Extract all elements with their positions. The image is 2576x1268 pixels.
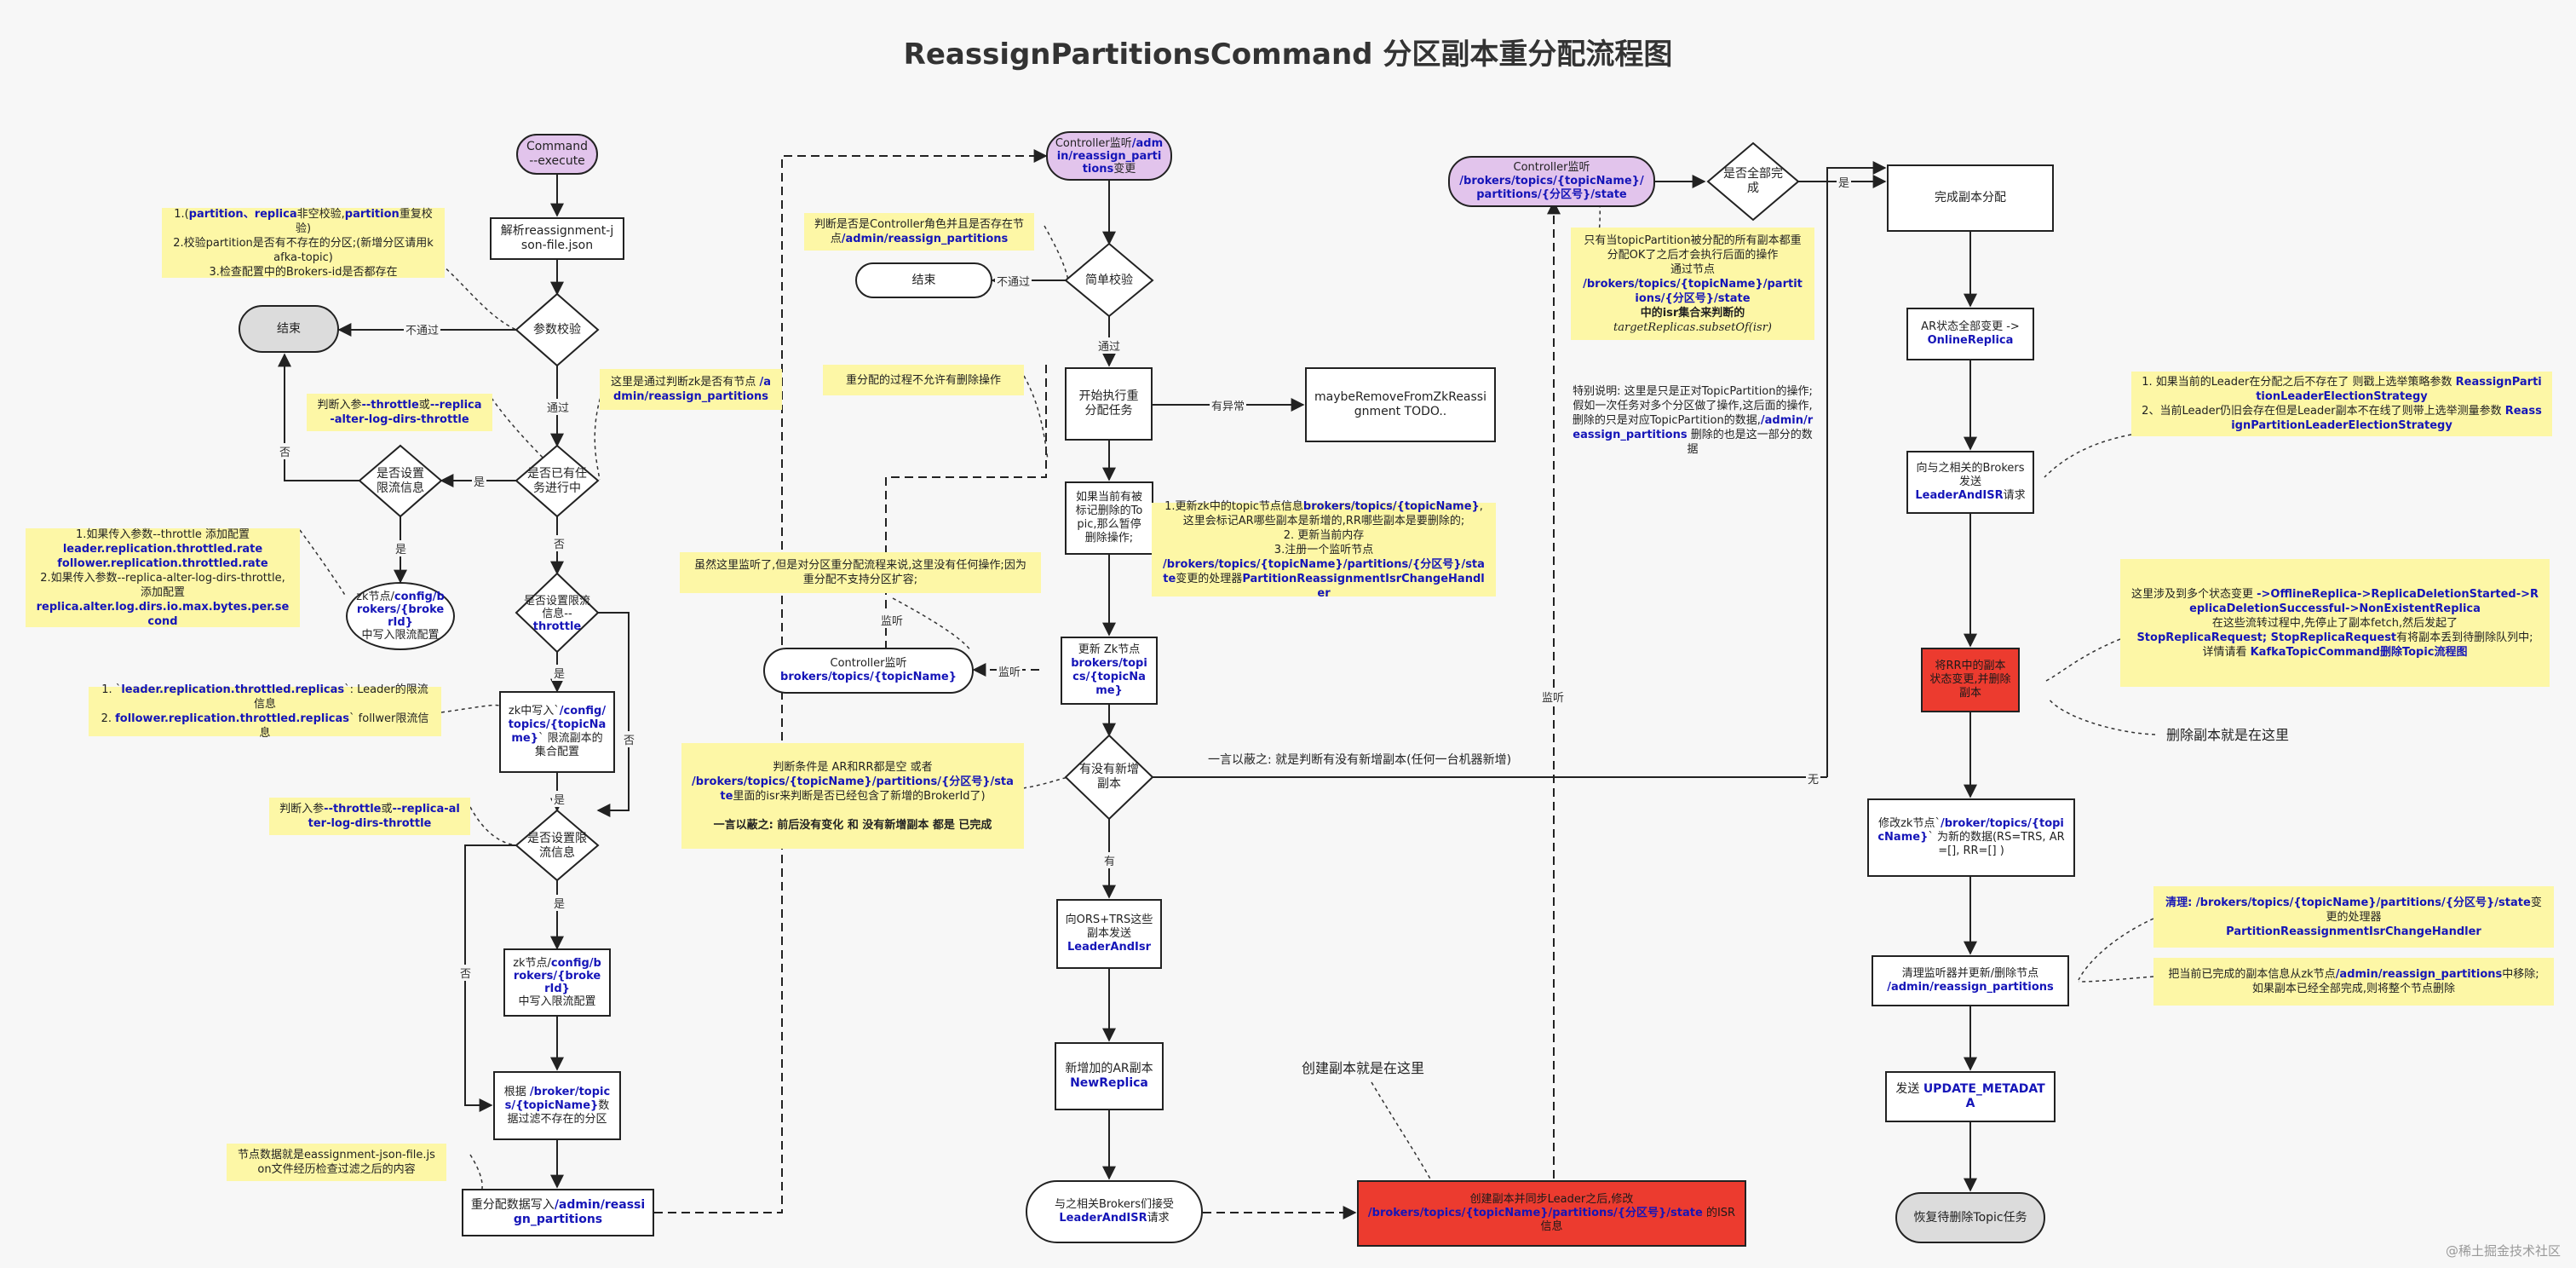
edge-label-pass-1: 通过 <box>545 399 572 415</box>
judge-condition-note: 判断条件是 AR和RR都是空 或者 /brokers/topics/{topic… <box>681 743 1024 849</box>
zk-topics-write-node: zk中写入`/config/topics/{topicName}` 限流副本的集… <box>499 691 615 773</box>
edge-label-listen-2: 监听 <box>879 612 906 628</box>
delete-here-text: 删除副本就是在这里 <box>2165 726 2289 743</box>
remove-note: 把当前已完成的副本信息从zk节点/admin/reassign_partitio… <box>2153 958 2554 1006</box>
edge-label-yes-5: 是 <box>552 895 567 911</box>
parse-json-node: 解析reassignment-json-file.json <box>490 217 624 260</box>
edge-label-yes-1: 是 <box>472 473 487 489</box>
edge-label-no-2: 否 <box>552 535 567 551</box>
throttled-replicas-note: 1. `leader.replication.throttled.replica… <box>89 683 441 740</box>
zk-brokers-config-node-1: zk节点/config/brokers/{brokerId}中写入限流配置 <box>346 582 455 650</box>
summary-text: 一言以蔽之: 就是判断有没有新增副本(任何一台机器新增) <box>1207 752 1512 767</box>
set-limit-decision-2: 是否设置限流信息 <box>527 832 587 860</box>
end-node-2: 结束 <box>855 262 992 298</box>
throttle-arg-note-2: 判断入参--throttle或--replica-alter-log-dirs-… <box>269 798 470 835</box>
edge-label-no-pass-2: 不通过 <box>995 273 1032 289</box>
edge-label-no-4: 否 <box>458 965 474 981</box>
send-metadata-node: 发送 UPDATE_METADATA <box>1885 1071 2056 1122</box>
write-reassign-node: 重分配数据写入/admin/reassign_partitions <box>462 1189 654 1236</box>
clean-listener-node: 清理监听器并更新/删除节点/admin/reassign_partitions <box>1872 955 2069 1006</box>
only-when-note: 只有当topicPartition被分配的所有副本都重分配OK了之后才会执行后面… <box>1571 228 1814 340</box>
create-here-text: 创建副本就是在这里 <box>1301 1059 1424 1076</box>
edge-label-yes-3: 是 <box>552 665 567 681</box>
new-replica-decision: 有没有新增副本 <box>1079 763 1139 791</box>
edge-label-has: 有 <box>1102 852 1118 868</box>
controller-listen-state-node: Controller监听/brokers/topics/{topicName}/… <box>1448 156 1655 207</box>
special-note: 特别说明: 这里是只是正对TopicPartition的操作;假如一次任务对多个… <box>1572 384 1814 456</box>
no-delete-note: 重分配的过程不允许有删除操作 <box>823 365 1024 395</box>
update-steps-note: 1.更新zk中的topic节点信息brokers/topics/{topicNa… <box>1152 500 1496 600</box>
param-check-decision: 参数校验 <box>533 322 581 337</box>
leader-strategy-note: 1. 如果当前的Leader在分配之后不存在了 则戳上选举策略参数 Reassi… <box>2131 372 2552 436</box>
rr-offline-node: 将RR中的副本状态变更,并删除副本 <box>1921 648 2020 712</box>
modify-zk-node: 修改zk节点`/broker/topics/{topicName}` 为新的数据… <box>1867 798 2075 877</box>
ar-online-node: AR状态全部变更 ->OnlineReplica <box>1906 308 2034 360</box>
zk-check-note: 这里是通过判断zk是否有节点 /admin/reassign_partition… <box>600 369 782 410</box>
edge-label-no-3: 否 <box>622 731 637 747</box>
resume-delete-node: 恢复待删除Topic任务 <box>1895 1192 2045 1243</box>
listener-note: 虽然这里监听了,但是对分区重分配流程来说,这里没有任何操作;因为重分配不支持分区… <box>680 552 1041 593</box>
edge-label-yes-2: 是 <box>394 540 409 556</box>
edge-label-no-pass-1: 不通过 <box>404 321 441 337</box>
controller-listen-reassign-node: Controller监听/admin/reassign_partitions变更 <box>1046 131 1172 181</box>
controller-role-note: 判断是否是Controller角色并且是否存在节点/admin/reassign… <box>804 213 1034 251</box>
state-change-note: 这里涉及到多个状态变更 ->OfflineReplica->ReplicaDel… <box>2120 559 2550 687</box>
edge-label-yes-4: 是 <box>552 791 567 807</box>
edge-label-has-exception: 有异常 <box>1210 397 1247 413</box>
watermark: @稀土掘金技术社区 <box>2445 1243 2561 1259</box>
edge-label-no-1: 否 <box>278 443 293 459</box>
edge-label-none: 无 <box>1806 770 1821 787</box>
edge-label-pass-2: 通过 <box>1096 337 1123 354</box>
maybe-remove-node: maybeRemoveFromZkReassignment TODO.. <box>1305 367 1496 442</box>
zk-brokers-config-node-2: zk节点/config/brokers/{brokerId}中写入限流配置 <box>503 948 611 1017</box>
filter-partitions-node: 根据 /broker/topics/{topicName}数据过滤不存在的分区 <box>493 1071 621 1140</box>
simple-check-decision: 简单校验 <box>1085 273 1133 287</box>
edge-label-listen-3: 监听 <box>1540 689 1567 705</box>
set-throttle-decision: 是否设置限流信息--throttle <box>523 594 590 633</box>
param-rules-note: 1.(partition、replica非空校验,partition重复校验)2… <box>162 208 445 279</box>
create-replica-node: 创建副本并同步Leader之后,修改/brokers/topics/{topic… <box>1357 1180 1746 1247</box>
all-done-decision: 是否全部完成 <box>1723 167 1783 195</box>
throttle-arg-note-1: 判断入参--throttle或--replica-alter-log-dirs-… <box>307 394 492 431</box>
diagram-title: ReassignPartitionsCommand 分区副本重分配流程图 <box>903 37 1673 72</box>
json-source-note: 节点数据就是eassignment-json-file.json文件经历检查过滤… <box>227 1144 446 1181</box>
finish-reassign-node: 完成副本分配 <box>1887 164 2054 232</box>
command-execute-node: Command --execute <box>516 134 598 175</box>
clean-note: 清理: /brokers/topics/{topicName}/partitio… <box>2153 886 2554 948</box>
end-node-1: 结束 <box>239 305 339 353</box>
set-limit-decision-1: 是否设置限流信息 <box>377 467 424 495</box>
edge-label-listen-1: 监听 <box>997 663 1023 679</box>
task-running-decision: 是否已有任务进行中 <box>527 467 587 495</box>
start-reassign-node: 开始执行重分配任务 <box>1065 367 1153 441</box>
mark-delete-node: 如果当前有被标记删除的Topic,那么暂停删除操作; <box>1065 481 1153 555</box>
edge-label-yes-6: 是 <box>1837 174 1852 190</box>
